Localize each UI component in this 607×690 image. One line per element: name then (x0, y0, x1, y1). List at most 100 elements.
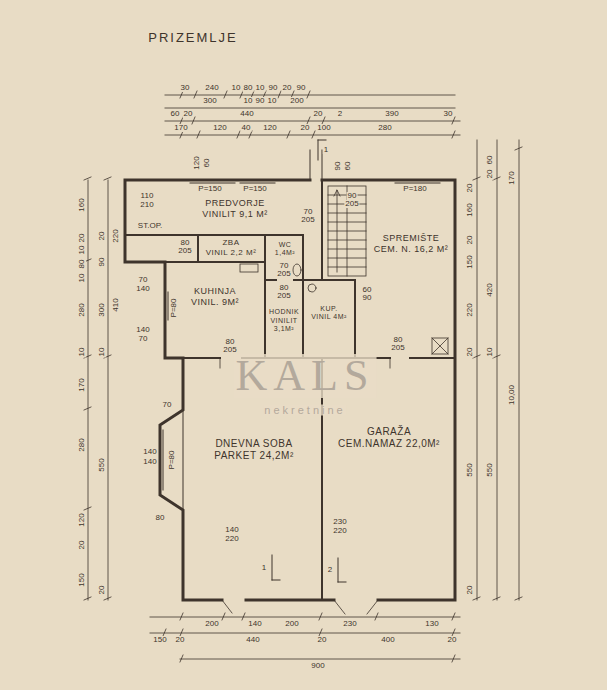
dimension-label: 20 (466, 183, 474, 194)
dimension-label: 390 (384, 110, 399, 118)
dimension-label: 70 (162, 401, 173, 409)
dimension-label: 70 (303, 208, 314, 216)
dimension-label: 80 (225, 338, 236, 346)
entry-wall (183, 150, 322, 510)
dimension-label: 100 (316, 124, 331, 132)
fixtures (240, 264, 448, 354)
dimension-lines (84, 91, 522, 662)
dimension-label: 440 (239, 110, 254, 118)
dimension-label: 60 (362, 286, 373, 294)
dimension-label: 10 (267, 97, 278, 105)
room-area: 1,4M² (275, 249, 295, 257)
dimension-label: 90 (347, 192, 358, 200)
dimension-label: 140 (224, 526, 239, 534)
dimension-label: 550 (98, 457, 106, 472)
dimension-label: 30 (443, 110, 454, 118)
dimension-label: 280 (78, 302, 86, 317)
room-name: WC (279, 241, 292, 249)
room-box: SPREMIŠTECEM. N. 16,2 M² (370, 222, 452, 266)
dimension-label: 40 (241, 124, 252, 132)
dimension-label: 130 (424, 620, 439, 628)
dimension-label: 220 (112, 228, 120, 243)
dimension-label: 120 (212, 124, 227, 132)
dimension-label: 90 (362, 294, 373, 302)
dimension-label: 80 (180, 239, 191, 247)
dimension-label: 80 (243, 84, 254, 92)
dimension-label: 20 (98, 231, 106, 242)
room-box: HODNIKVINILIT 3,1M² (266, 302, 302, 340)
room-area: VINILIT 9,1 M² (202, 209, 267, 220)
dimension-label: 10 (255, 84, 266, 92)
dimension-label: 170 (78, 377, 86, 392)
outer-wall (125, 180, 455, 600)
room-box: KUHINJAVINIL. 9M² (170, 272, 260, 322)
dimension-label: P=180 (402, 185, 427, 193)
dimension-label: 205 (300, 216, 315, 224)
dimension-label: 20 (466, 235, 474, 246)
watermark: KALS (234, 354, 377, 398)
dimension-label: 160 (466, 202, 474, 217)
dimension-label: 70 (138, 276, 149, 284)
dimension-label: 160 (78, 197, 86, 212)
dimension-label: 90 (334, 161, 342, 172)
dimension-label: 20 (466, 347, 474, 358)
dimension-label: 10 (243, 97, 254, 105)
dimension-label: 205 (276, 270, 291, 278)
dimension-label: 400 (380, 636, 395, 644)
dimension-label: 205 (276, 292, 291, 300)
room-name: KUHINJA (194, 286, 236, 297)
dimension-label: 80 (78, 259, 86, 270)
dimension-label: 900 (310, 662, 325, 670)
dimension-label: 10 (78, 273, 86, 284)
dimension-label: 300 (202, 97, 217, 105)
room-area: VINIL. 9M² (191, 297, 239, 308)
room-name: PREDVORJE (205, 198, 265, 209)
dimension-label: 150 (466, 254, 474, 269)
dimension-label: 10 (231, 84, 242, 92)
dimension-label: 20 (317, 636, 328, 644)
room-area: CEM.NAMAZ 22,0M² (338, 438, 440, 450)
dimension-label: 220 (224, 535, 239, 543)
dimension-label: 90 (98, 257, 106, 268)
dimension-label: 20 (183, 110, 194, 118)
dimension-label: 140 (135, 326, 150, 334)
dimension-label: P=80 (168, 450, 176, 471)
dimension-label: 150 (152, 636, 167, 644)
dimension-label: 230 (332, 518, 347, 526)
dimension-label: 220 (332, 527, 347, 535)
dimension-label: 140 (135, 285, 150, 293)
dimension-label: 20 (78, 233, 86, 244)
dimension-label: 280 (377, 124, 392, 132)
dimension-label: 10 (98, 347, 106, 358)
dimension-label: 20 (98, 585, 106, 596)
dimension-label: 205 (177, 247, 192, 255)
dimension-label: 2 (327, 566, 333, 574)
plan-title: PRIZEMLJE (148, 31, 238, 45)
dimension-label: 120 (78, 512, 86, 527)
room-name: GARAŽA (367, 426, 411, 438)
dimension-label: 10 (78, 347, 86, 358)
dimension-label: 1 (323, 146, 329, 154)
dimension-label: 120 (193, 155, 201, 170)
dimension-label: 550 (486, 462, 494, 477)
room-box: GARAŽACEM.NAMAZ 22,0M² (327, 420, 451, 456)
stairs (328, 186, 366, 276)
dimension-label: 550 (466, 462, 474, 477)
dimension-label: 220 (466, 302, 474, 317)
room-name: KUP. (320, 305, 337, 313)
dimension-label: 120 (262, 124, 277, 132)
room-area: VINIL 2,2 M² (206, 248, 257, 258)
dimension-label: 90 (255, 97, 266, 105)
dimension-label: 20 (78, 540, 86, 551)
room-box: DNEVNA SOBAPARKET 24,2M² (190, 432, 318, 468)
dimension-label: 10,00 (508, 384, 516, 406)
window (163, 183, 440, 490)
dimension-label: 170 (508, 170, 516, 185)
dimension-label: 90 (268, 84, 279, 92)
room-name: SPREMIŠTE (383, 233, 440, 244)
dimension-label: 140 (142, 448, 157, 456)
dimension-label: 60 (170, 110, 181, 118)
dimension-label: 210 (139, 201, 154, 209)
room-area: PARKET 24,2M² (214, 450, 294, 462)
